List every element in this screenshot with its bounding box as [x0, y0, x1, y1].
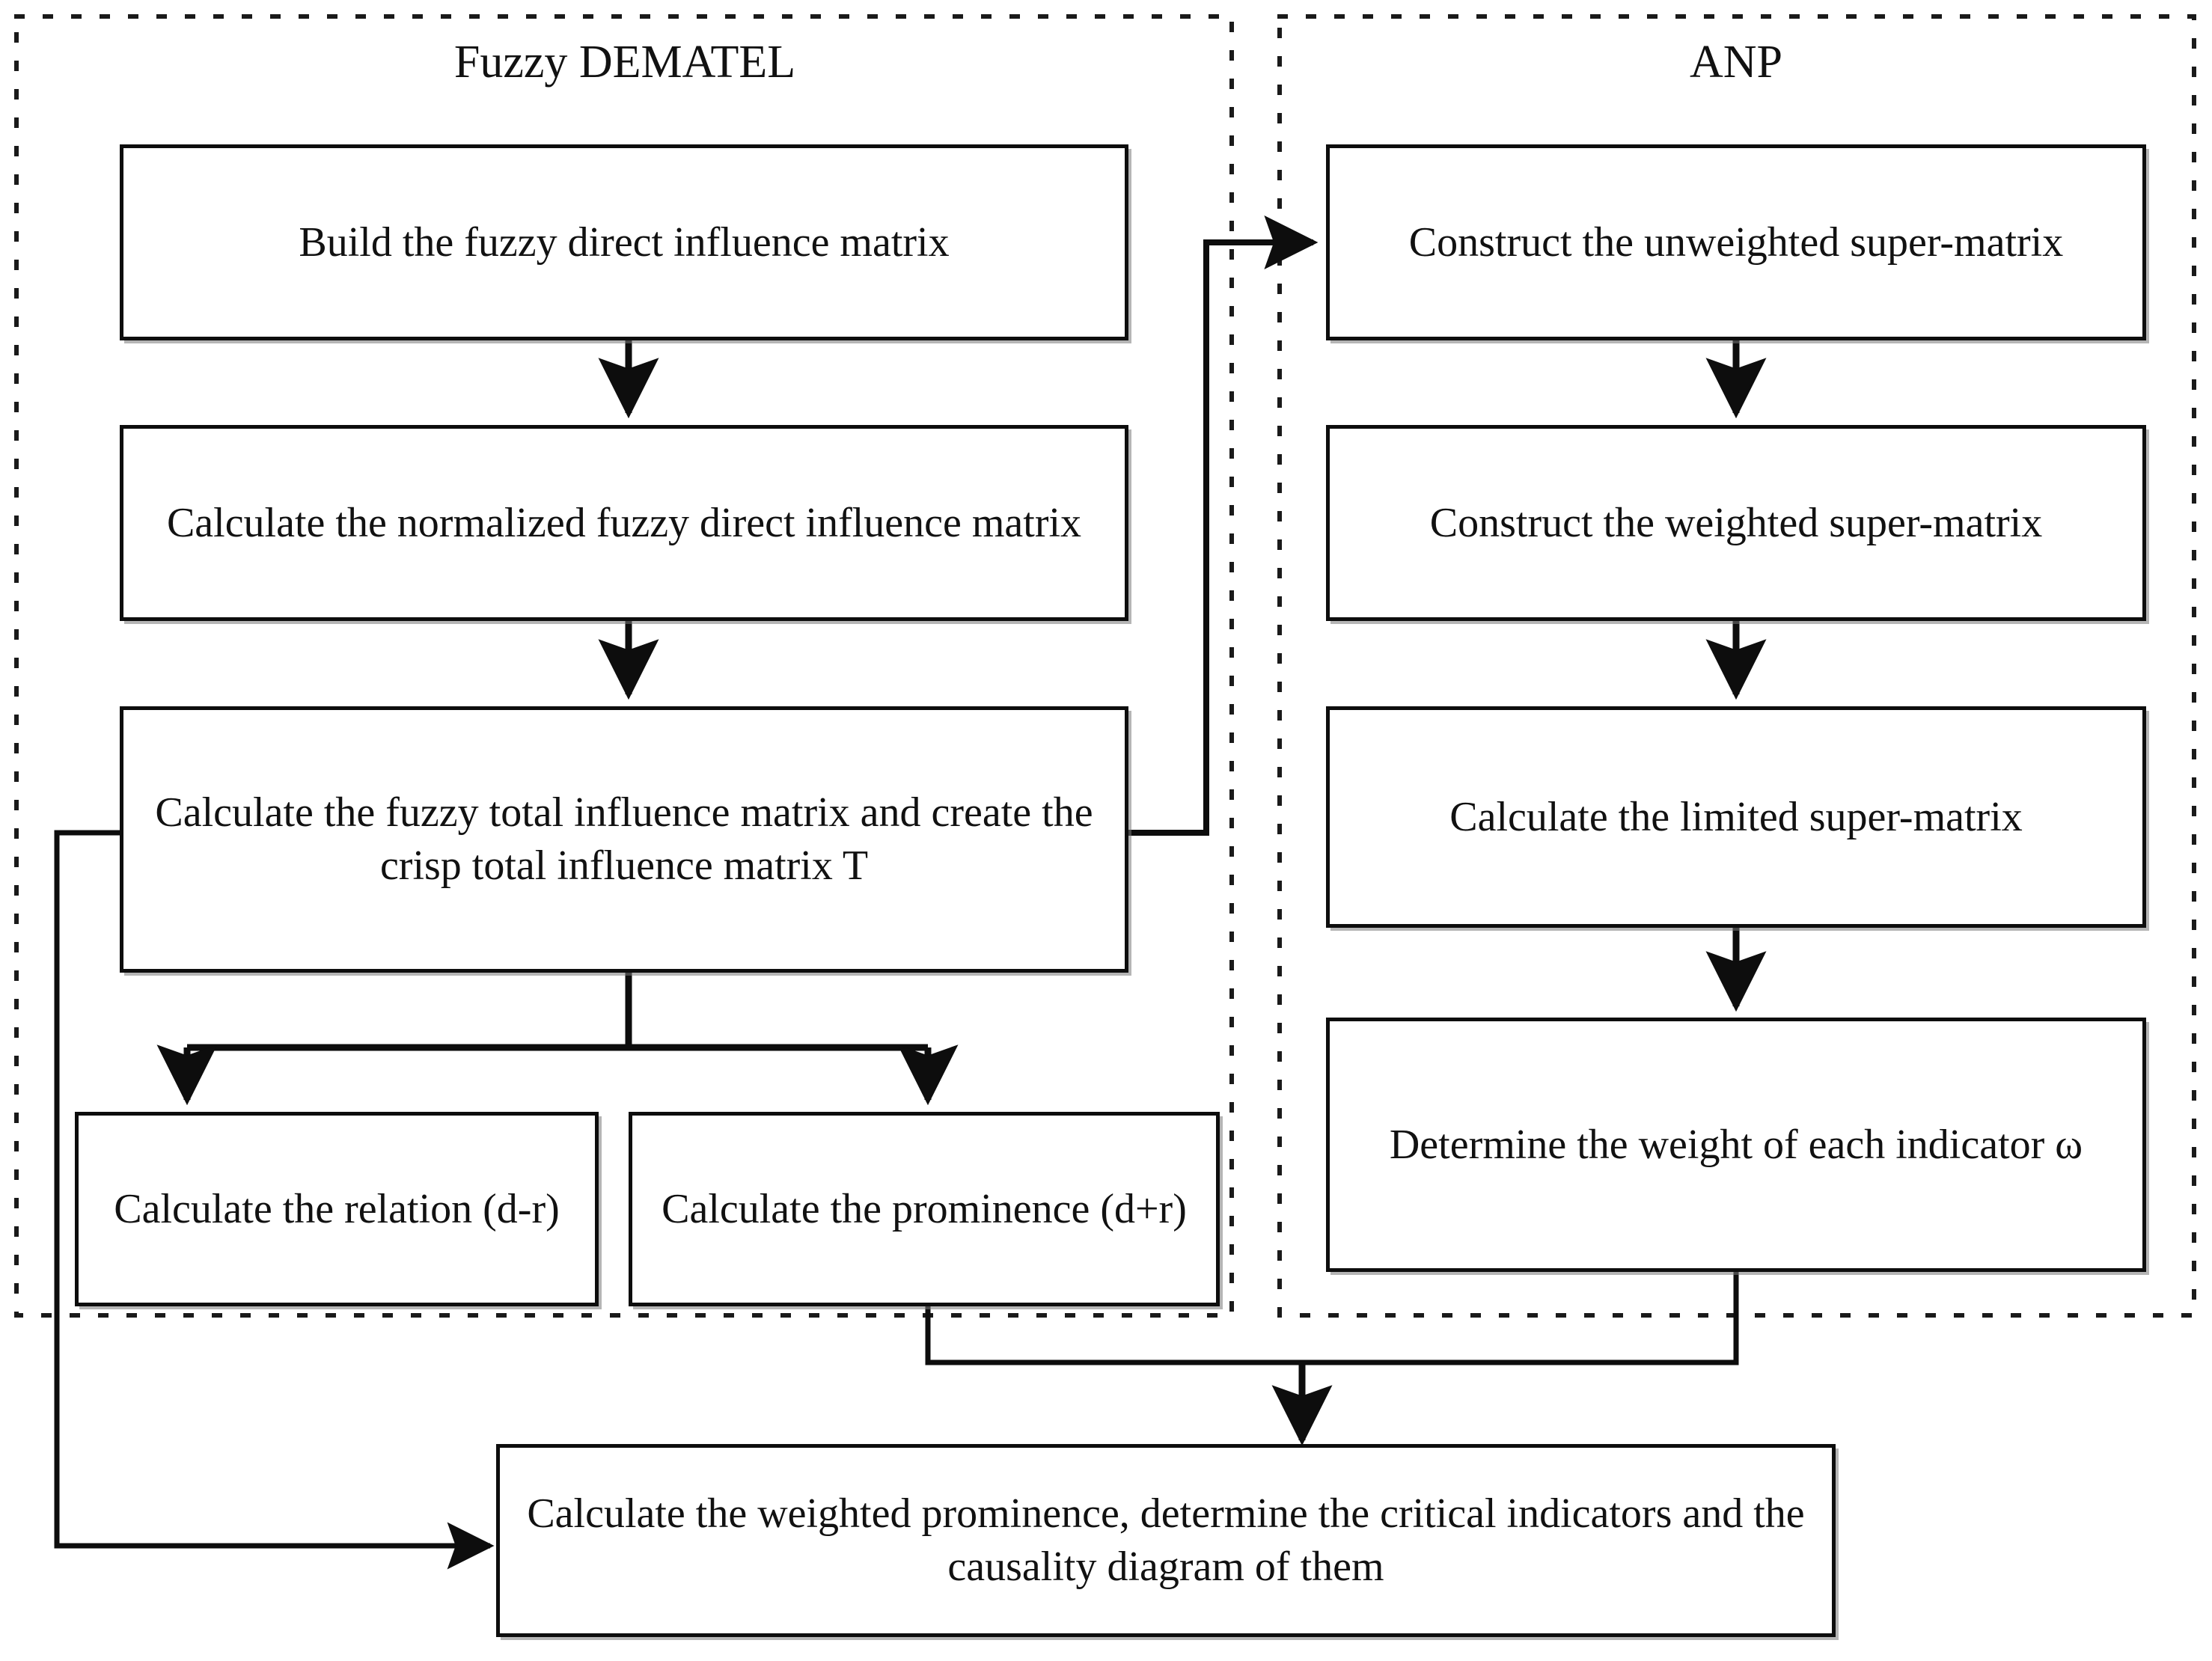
panel-title-fuzzy-dematel: Fuzzy DEMATEL: [453, 37, 796, 88]
node-construct-unweighted-super-matrix[interactable]: Construct the unweighted super-matrix: [1326, 144, 2146, 340]
panel-border-fuzzy-dematel: [14, 14, 1234, 1318]
node-label: Construct the weighted super-matrix: [1429, 499, 2043, 546]
node-label: Calculate the prominence (d+r): [662, 1185, 1187, 1232]
node-calculate-relation[interactable]: Calculate the relation (d-r): [75, 1112, 599, 1306]
node-calculate-prominence[interactable]: Calculate the prominence (d+r): [629, 1112, 1220, 1306]
node-label: Construct the unweighted super-matrix: [1408, 218, 2064, 266]
node-label: Calculate the limited super-matrix: [1449, 793, 2023, 840]
node-calculate-normalized-fuzzy-direct-influence-matrix[interactable]: Calculate the normalized fuzzy direct in…: [120, 425, 1128, 621]
node-label: Build the fuzzy direct influence matrix: [299, 218, 950, 266]
node-label: Calculate the weighted prominence, deter…: [527, 1490, 1805, 1590]
panel-title-anp: ANP: [1689, 37, 1783, 88]
edge-determineweight-merge: [1302, 1272, 1739, 1365]
node-construct-weighted-super-matrix[interactable]: Construct the weighted super-matrix: [1326, 425, 2146, 621]
node-determine-weight-each-indicator[interactable]: Determine the weight of each indicator ω: [1326, 1018, 2146, 1272]
node-calculate-limited-super-matrix[interactable]: Calculate the limited super-matrix: [1326, 706, 2146, 928]
node-calculate-fuzzy-total-influence-matrix[interactable]: Calculate the fuzzy total influence matr…: [120, 706, 1128, 973]
node-calculate-weighted-prominence[interactable]: Calculate the weighted prominence, deter…: [496, 1444, 1836, 1637]
edge-total-to-unweighted-supermatrix: [1128, 215, 1319, 836]
node-build-fuzzy-direct-influence-matrix[interactable]: Build the fuzzy direct influence matrix: [120, 144, 1128, 340]
node-label: Calculate the relation (d-r): [114, 1185, 560, 1232]
node-label: Determine the weight of each indicator ω: [1389, 1121, 2083, 1168]
node-label: Calculate the normalized fuzzy direct in…: [166, 499, 1082, 546]
node-label: Calculate the fuzzy total influence matr…: [155, 789, 1093, 889]
